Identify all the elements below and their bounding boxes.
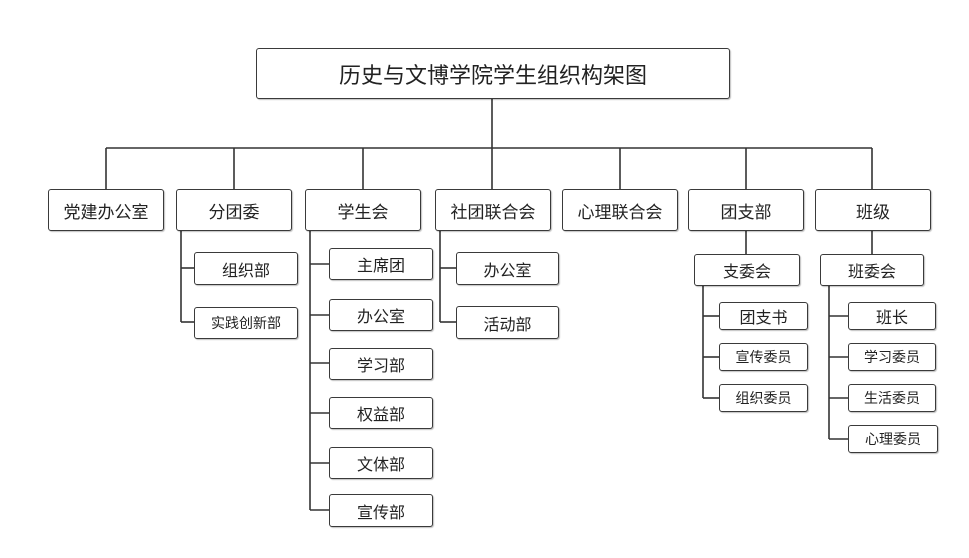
node-xuexibu: 学习部 bbox=[329, 348, 433, 380]
node-tzb-xuanchuan-weiyuan: 宣传委员 bbox=[719, 343, 808, 371]
node-xinli-weiyuan: 心理委员 bbox=[848, 425, 938, 453]
node-tuanzhishu: 团支书 bbox=[719, 302, 808, 330]
node-shetuan: 社团联合会 bbox=[435, 189, 551, 231]
node-quanyibu: 权益部 bbox=[329, 397, 433, 429]
node-shijian-chuangxin: 实践创新部 bbox=[194, 307, 298, 339]
node-huodongbu: 活动部 bbox=[456, 306, 559, 339]
node-xsh-bangongshi: 办公室 bbox=[329, 299, 433, 331]
node-shenghuo-weiyuan: 生活委员 bbox=[848, 384, 936, 412]
node-fentuanwei: 分团委 bbox=[176, 189, 292, 231]
node-xueshenghui: 学生会 bbox=[305, 189, 421, 231]
node-zhuxituan: 主席团 bbox=[329, 248, 433, 280]
node-tzb-zuzhi-weiyuan: 组织委员 bbox=[719, 384, 808, 412]
node-xuanchuanbu: 宣传部 bbox=[329, 494, 433, 527]
node-banweihui: 班委会 bbox=[820, 254, 924, 286]
chart-title: 历史与文博学院学生组织构架图 bbox=[256, 48, 730, 99]
node-banji: 班级 bbox=[815, 189, 931, 231]
node-wentibu: 文体部 bbox=[329, 447, 433, 479]
node-dangjian-office: 党建办公室 bbox=[48, 189, 164, 231]
node-st-bangongshi: 办公室 bbox=[456, 252, 559, 285]
node-banzhang: 班长 bbox=[848, 302, 936, 330]
node-tuanzhibu: 团支部 bbox=[688, 189, 804, 231]
node-xinli: 心理联合会 bbox=[562, 189, 678, 231]
node-zuzhibu: 组织部 bbox=[194, 252, 298, 285]
node-zhiweihui: 支委会 bbox=[694, 254, 800, 286]
node-xuexi-weiyuan: 学习委员 bbox=[848, 343, 936, 371]
